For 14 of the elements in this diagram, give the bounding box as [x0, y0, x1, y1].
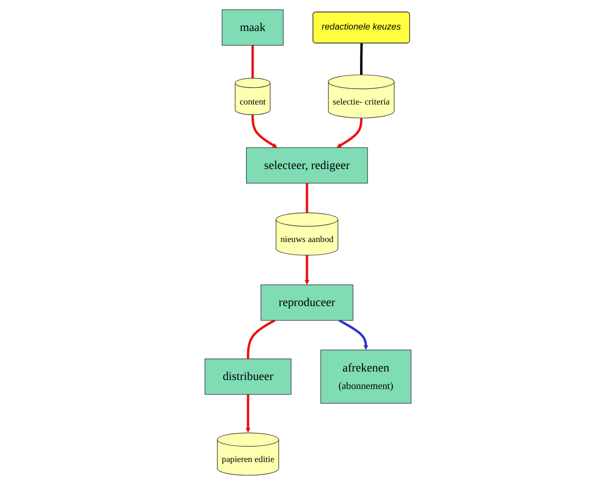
node-box: selecteer, redigeer — [246, 147, 368, 184]
arrow — [246, 394, 250, 433]
node-box: reproduceer — [260, 284, 354, 321]
connector — [360, 43, 363, 75]
arrow — [251, 114, 278, 148]
connector — [306, 183, 308, 213]
node-box: distribueer — [204, 358, 292, 395]
node-box: maak — [222, 9, 284, 46]
node-box: afrekenen (abonnement) — [320, 350, 412, 404]
connector — [246, 319, 276, 359]
connector — [251, 45, 254, 78]
arrow — [304, 255, 310, 285]
arrow — [338, 319, 368, 350]
arrow — [336, 118, 362, 148]
